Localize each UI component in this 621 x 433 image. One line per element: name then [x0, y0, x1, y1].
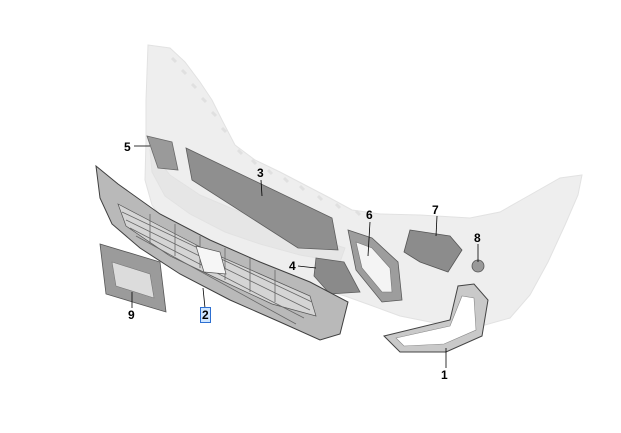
callout-2[interactable]: 2	[200, 307, 211, 323]
bumper-clip-edge	[170, 56, 362, 217]
part-6-frame	[347, 229, 403, 303]
part-2-grille	[95, 164, 349, 341]
callout-5[interactable]: 5	[124, 140, 131, 154]
callout-3[interactable]: 3	[257, 166, 264, 180]
callout-1[interactable]: 1	[441, 368, 448, 382]
callout-6[interactable]: 6	[366, 208, 373, 222]
part-1-trim	[383, 283, 489, 353]
leader-lines	[131, 145, 479, 368]
part-3-duct	[185, 147, 339, 251]
callout-8[interactable]: 8	[474, 231, 481, 245]
part-4-flap	[313, 257, 361, 295]
callout-9[interactable]: 9	[128, 308, 135, 322]
callout-7[interactable]: 7	[432, 203, 439, 217]
part-9-plate	[99, 243, 167, 313]
part-7-bracket	[403, 229, 463, 273]
callout-4[interactable]: 4	[289, 259, 296, 273]
part-5-bracket	[146, 135, 179, 171]
